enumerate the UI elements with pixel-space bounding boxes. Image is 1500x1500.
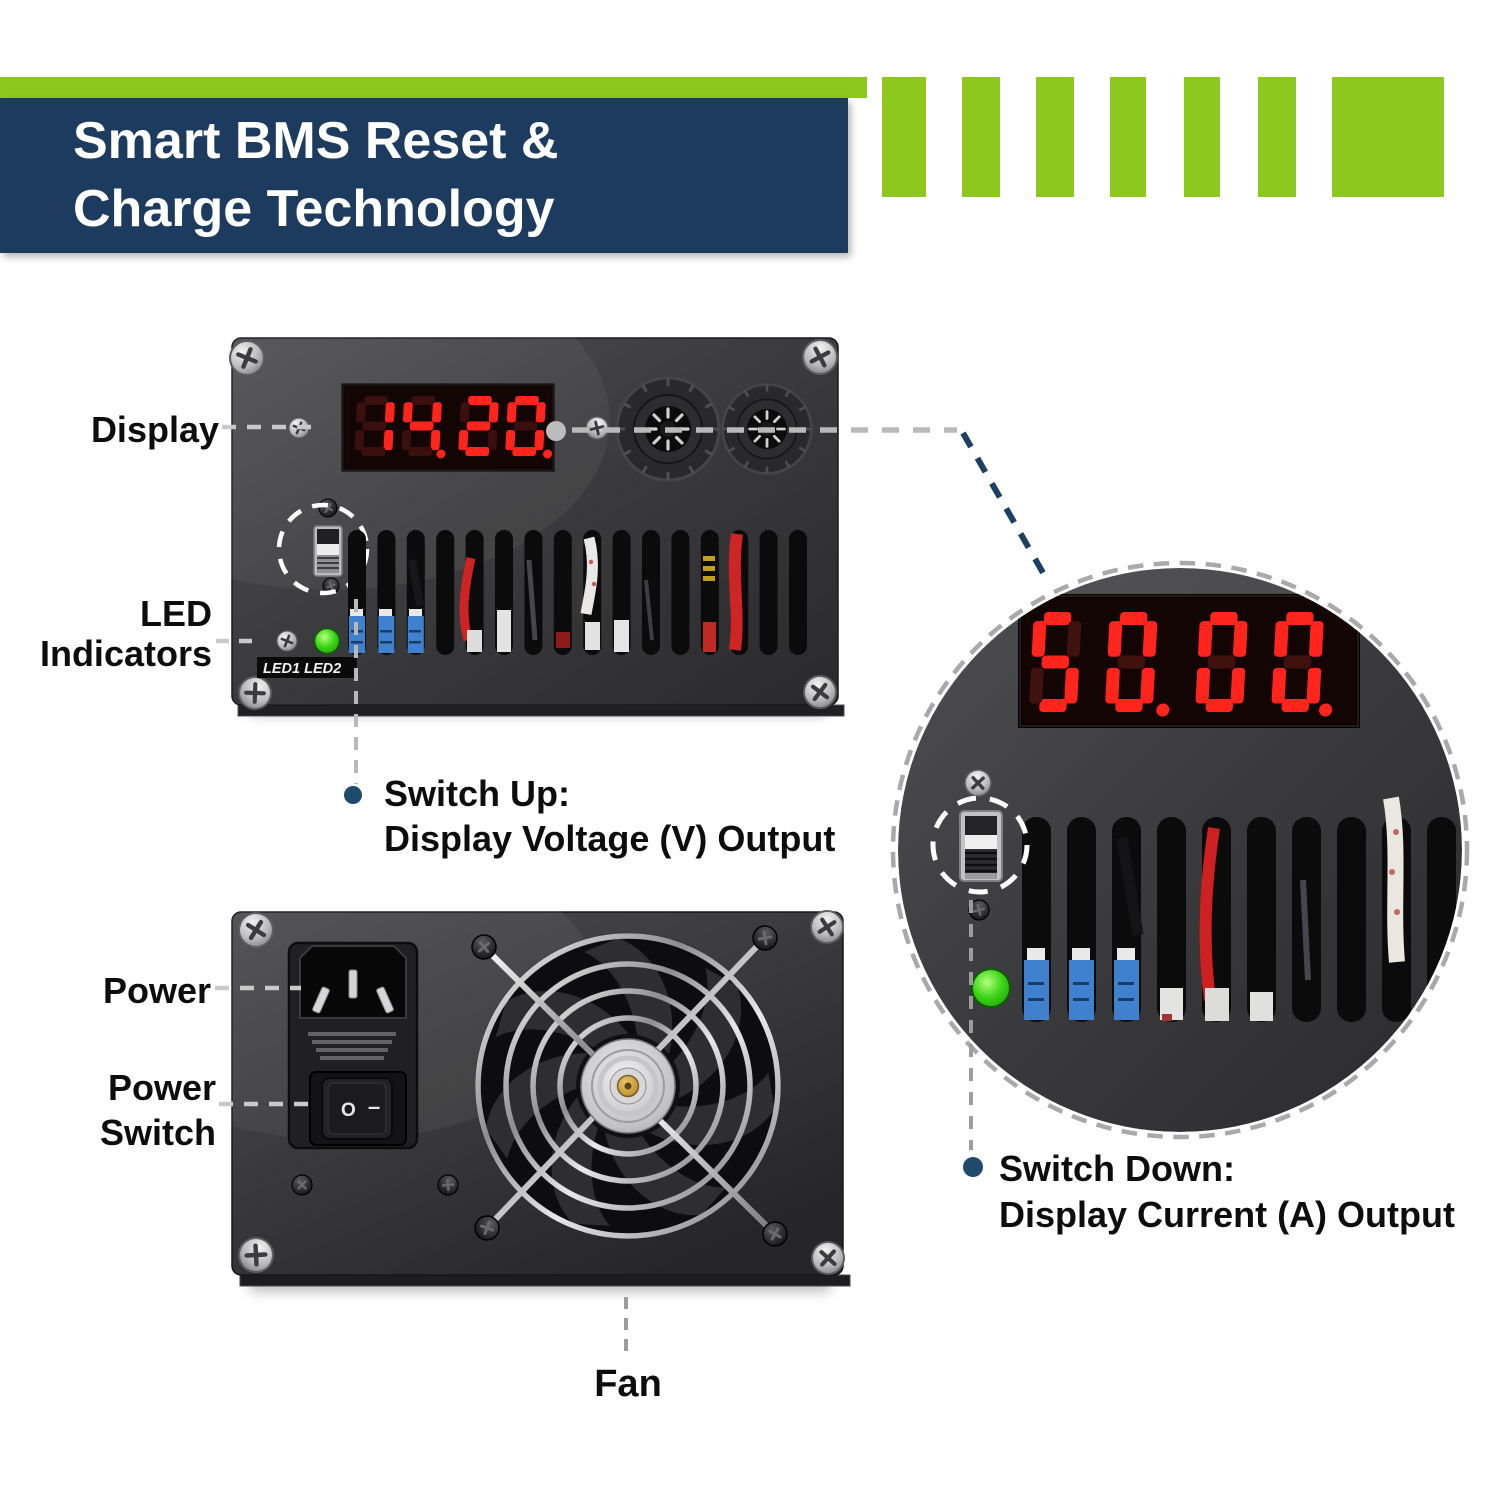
display-callout-label: Display [90,409,219,450]
rocker-off-mark: O [341,1100,356,1121]
switch-down-bullet [963,1157,983,1177]
fan-assembly [467,919,789,1248]
front-toggle-switch [276,497,370,599]
switch-up-callout: Switch Up: Display Voltage (V) Output [384,771,904,861]
fan-grill-rings [475,933,781,1239]
switch-down-callout: Switch Down: Display Current (A) Output [999,1146,1500,1238]
rating-label [308,1032,396,1060]
front-led-indicators: LED1 LED2 [257,627,357,678]
green-bar [1110,77,1146,197]
power-switch-line-2: Switch [99,1112,216,1153]
led-strip [257,657,357,678]
green-bar [1036,77,1074,197]
led-strip-label: LED1 LED2 [263,661,341,677]
green-bar [882,77,926,197]
fan-screw-icon [761,1220,789,1248]
leader-dot [546,421,566,441]
green-bar [962,77,1000,197]
power-switch-line-1: Power [107,1067,216,1108]
switch-highlight-circle [276,502,370,596]
front-panel-flange [237,704,845,717]
switch-up-bullet [344,786,362,804]
power-switch-callout-label: Power Switch [26,1065,216,1155]
power-rocker-switch: O – [321,1077,393,1140]
power-callout-label: Power [102,970,211,1011]
led-label-line-2: Indicators [39,633,212,674]
green-led-icon [313,627,341,655]
green-bar [1258,77,1296,197]
back-panel-photo: O – [80,840,850,1292]
back-panel-flange [239,1274,851,1287]
switch-up-desc: Display Voltage (V) Output [384,818,836,859]
title-line-1: Smart BMS Reset & [73,111,559,170]
inset-toggle-switch [959,764,1003,926]
fan-callout-label: Fan [594,1363,662,1405]
switch-down-title: Switch Down: [999,1148,1235,1189]
magnifier-inset [890,560,1470,1140]
screw-icon [230,341,264,375]
switch-up-title: Switch Up: [384,773,570,814]
switch-highlight-circle [930,795,1030,895]
green-bar [1184,77,1220,197]
trimpot-icons [349,609,424,653]
rocker-on-mark: – [368,1094,380,1119]
title-line-2: Charge Technology [73,179,555,238]
inset-diagonal-line [960,431,1049,580]
power-inlet-module: O – [287,941,419,1150]
front-voltage-display [341,383,555,472]
led-indicators-callout-label: LED Indicators [20,594,212,674]
green-led-icon [971,968,1011,1008]
front-vents [348,530,807,655]
title-banner: Smart BMS Reset & Charge Technology [0,98,848,253]
inset-trimpots [1024,948,1139,1020]
front-panel-photo: LED1 LED2 [50,250,845,717]
inlet-pin-icon [348,969,358,999]
green-bar-block [1332,77,1444,197]
switch-down-desc: Display Current (A) Output [999,1194,1455,1235]
fan-hub [580,1038,676,1134]
green-accent-bar [0,77,867,98]
led-label-line-1: LED [140,593,212,634]
callout-leaders [215,421,1049,1360]
magnifier-circle-border [890,560,1470,1140]
